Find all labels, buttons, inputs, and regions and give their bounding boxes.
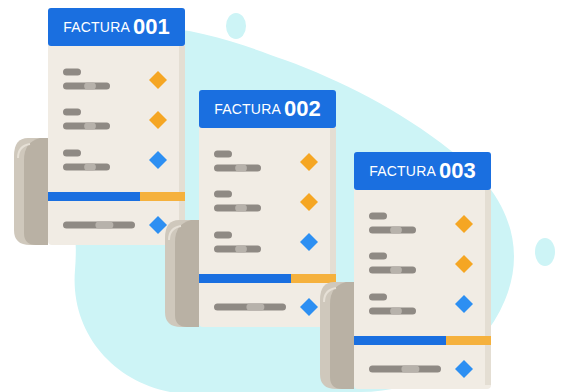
invoice-sheet: FACTURA003 — [354, 152, 491, 389]
invoice-header: FACTURA001 — [48, 8, 185, 46]
invoice-title: FACTURA — [63, 19, 130, 35]
invoice-header: FACTURA003 — [354, 152, 491, 190]
invoice-title: FACTURA — [214, 101, 281, 117]
invoice-number: 002 — [284, 96, 321, 122]
invoice-title: FACTURA — [369, 163, 436, 179]
invoice-sheet: FACTURA002 — [199, 90, 336, 327]
invoice-header: FACTURA002 — [199, 90, 336, 128]
invoice-drawing — [354, 152, 491, 389]
invoice-sheet: FACTURA001 — [48, 8, 185, 245]
invoice-number: 003 — [439, 158, 476, 184]
invoice-drawing — [199, 90, 336, 327]
blob-dot — [226, 13, 246, 39]
invoice-number: 001 — [133, 14, 170, 40]
blob-dot — [535, 238, 555, 266]
invoice-drawing — [48, 8, 185, 245]
